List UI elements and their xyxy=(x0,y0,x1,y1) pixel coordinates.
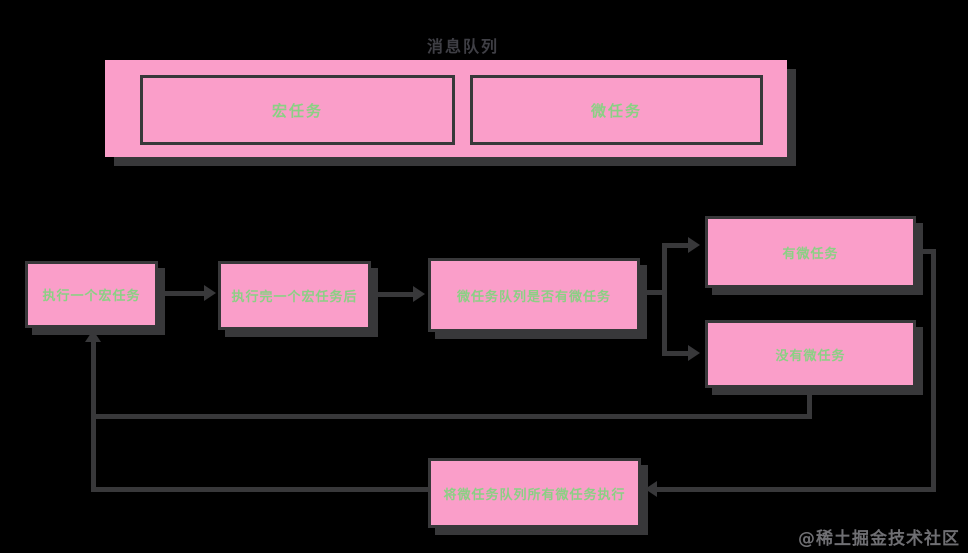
connector-return-mid xyxy=(91,414,812,419)
arrowhead-step2-decision-icon xyxy=(413,286,425,302)
node-run-all-microtasks: 将微任务队列所有微任务执行 xyxy=(428,458,641,528)
arrowhead-step1-step2-icon xyxy=(204,285,216,301)
connector-return-bottom xyxy=(91,487,428,492)
node-has-microtasks: 有微任务 xyxy=(705,216,916,288)
arrowhead-return-step1-icon xyxy=(85,330,101,342)
arrowhead-split-none-icon xyxy=(688,345,700,361)
connector-return-vertical xyxy=(91,340,96,492)
connector-step2-decision xyxy=(371,292,415,297)
node-no-microtasks: 没有微任务 xyxy=(705,320,916,388)
connector-split-has xyxy=(662,243,690,248)
connector-step1-step2 xyxy=(158,291,206,296)
watermark: @稀土掘金技术社区 xyxy=(798,529,960,549)
message-queue-container: 宏任务 微任务 xyxy=(105,60,787,157)
micro-task-queue-box: 微任务 xyxy=(470,75,763,145)
node-execute-macrotask: 执行一个宏任务 xyxy=(25,261,158,328)
connector-decision-split xyxy=(640,290,667,295)
arrowhead-split-has-icon xyxy=(688,237,700,253)
connector-none-down xyxy=(807,388,812,419)
connector-right-vertical xyxy=(931,249,936,490)
node-after-macrotask: 执行完一个宏任务后 xyxy=(218,261,371,330)
connector-branch-vertical xyxy=(662,243,667,356)
diagram-title: 消息队列 xyxy=(427,37,500,56)
connector-down-to-runall xyxy=(657,487,936,492)
arrowhead-runall-icon xyxy=(645,481,657,497)
macro-task-queue-box: 宏任务 xyxy=(140,75,455,145)
connector-split-none xyxy=(662,351,690,356)
node-microtask-queue-check: 微任务队列是否有微任务 xyxy=(428,258,640,332)
connector-has-right xyxy=(916,249,936,254)
